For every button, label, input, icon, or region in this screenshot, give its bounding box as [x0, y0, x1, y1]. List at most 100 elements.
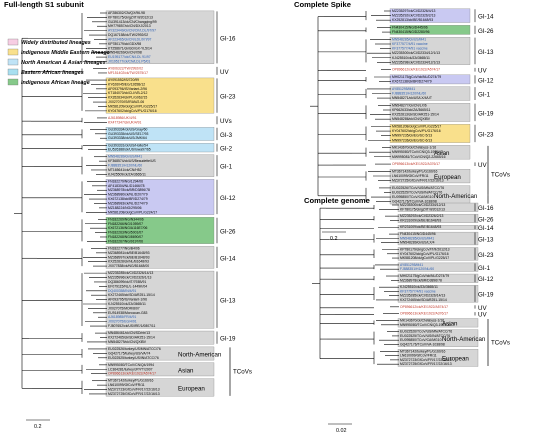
leaf-label: FN182263/NG/5001/07 — [108, 231, 143, 235]
tcov-label-genome: TCoVs — [491, 339, 510, 346]
group-label-genome-5: GI-1 — [478, 265, 491, 272]
leaf-label: MZ372725/GfCoV/FR/17/22/16/13 — [400, 362, 452, 366]
clade-box-genome-1 — [397, 213, 479, 223]
leaf-label: MK581208/ck/gCoV/PL/G225/17 — [400, 256, 449, 260]
clade-box-s1-10 — [105, 270, 215, 329]
leaf-label: MZ235300/ck/CI/D2334/12/13 — [400, 203, 445, 207]
group-label-spike-11: North-American — [434, 193, 478, 200]
leaf-label: KY626045/EG/1265B/12 — [108, 82, 145, 86]
leaf-label: MZ235292/ck/CI/D2326/2/13 — [400, 214, 443, 218]
clade-box-s1-2 — [105, 77, 215, 114]
leaf-label: MH779857/ck/CN/DXJ/2013 — [108, 24, 151, 28]
leaf-label: FN430415/NG/D445/96 — [392, 26, 428, 30]
group-label-genome-1: GI-26 — [478, 216, 494, 223]
leaf-label: EU022526/turkey/US/MN/ATCC/76 — [108, 347, 161, 351]
leaf-label: GU393335/ck/US/SE17/93 — [108, 132, 148, 136]
leaf-label: AY606322/TW/2992/02 — [108, 67, 143, 71]
leaf-label: EF079115/NL/L-1449K/04 — [108, 284, 147, 288]
leaf-label: OP896613/ck/KE/1922/A574/17 — [108, 372, 156, 376]
leaf-label: EU022525/turkey/US/IN/ATCC/76 — [108, 356, 159, 360]
leaf-label: LN610099/GfCoV/FR/11 — [108, 383, 145, 387]
group-label-genome-0: GI-16 — [478, 205, 494, 212]
group-label-s1-3: UVs — [220, 118, 232, 125]
leaf-label: MN548279/ck/CN/QXIBV — [108, 340, 147, 344]
tcov-label-spike: TCoVs — [491, 172, 510, 179]
leaf-label: OP896612/ck/KE/1922/A574/17 — [400, 305, 448, 309]
legend-swatch-2 — [7, 58, 19, 66]
leaf-label: EU022525/TCoV/US/IN/ATCC/76 — [400, 334, 450, 338]
legend-swatch-1 — [7, 48, 19, 56]
leaf-label: KY047602/ck/gCoV/PL/G176/16 — [392, 129, 441, 133]
leaf-label: MT367142/turkey/PL/G160/16 — [392, 169, 438, 173]
leaf-label: KJ425509/ck/ZA/3665/11 — [108, 172, 146, 176]
leaf-label: MN995080/TCoV/CN/Q3-1994/13 — [392, 150, 443, 154]
group-label-s1-14: European — [178, 385, 205, 392]
clade-box-genome-5 — [397, 262, 479, 272]
leaf-label: JX027075/MOR/8/07 — [108, 306, 140, 310]
leaf-label: MN997236/ck/EG/SC-6/13 — [392, 138, 432, 142]
leaf-label: KX272465/ck/SD/AR251-15/14 — [400, 298, 447, 302]
panel-title-genome: Complete genome — [304, 196, 370, 205]
group-label-spike-0: GI-14 — [478, 14, 494, 21]
leaf-label: DQ386099/ck/IT/793B/91 — [108, 280, 146, 284]
group-label-genome-9: UV — [478, 312, 487, 319]
leaf-label: MN548289/ck/US/LX/4 — [400, 241, 435, 245]
leaf-label: FJ807652/ck/US/IRE/1/0807/11 — [108, 324, 156, 328]
clade-box-genome-10 — [397, 318, 479, 328]
legend-label-0: Widely distributed lineages — [21, 40, 91, 46]
leaf-label: MF151402/ck/TW/2575/17 — [108, 71, 148, 75]
clade-box-spike-7 — [389, 124, 471, 143]
leaf-label: FJ888351/H120/NL/60 — [392, 92, 426, 96]
leaf-label: OP896612/ck/KE/1922/A574/17 — [392, 68, 440, 72]
clade-box-spike-4 — [389, 74, 471, 85]
scale-label-s1: 0.2 — [34, 424, 42, 430]
leaf-label: KX672138/ck/BR/D274/79 — [108, 197, 148, 201]
leaf-label: AF223465/ck/CN/LDL/97I/97 — [108, 37, 151, 41]
leaf-label: FN182277/NG/B4/06 — [108, 246, 140, 250]
legend-swatch-3 — [7, 68, 19, 76]
leaf-label: MN548271/ck/US/LX/4/UT — [392, 96, 432, 100]
leaf-label: MZ368981/ck/BE/B1648/93 — [108, 251, 150, 255]
leaf-label: MH021175/gCoV/ck/NL/D274/79 — [400, 274, 449, 278]
leaf-label: LC364281/turkey/JP/YT/2007 — [108, 367, 153, 371]
leaf-label: EU022525/TCoV/US/IN/ATCC/76 — [392, 191, 442, 195]
leaf-label: MZ235285/ck/CI/D2326/14/13 — [108, 271, 153, 275]
leaf-label: GU393331/ck/US/Holte/54 — [108, 143, 148, 147]
leaf-label: MZ235298/ck/CI/D2334/12/1/13 — [392, 60, 440, 64]
leaf-label: LN610099/GfCoV/FR/11 — [392, 174, 429, 178]
leaf-label: KP780179/ck/GDX/98 — [108, 42, 141, 46]
leaf-label: FN182269/NG/N344/06 — [108, 217, 144, 221]
group-label-genome-4: GI-23 — [478, 252, 494, 259]
leaf-label: FJ888351/H120/NL/60 — [108, 164, 142, 168]
leaf-label: MN548269/ck/CN/X98 — [108, 51, 142, 55]
panel-title-s1: Full-length S1 subunit — [4, 0, 84, 9]
leaf-label: KX672136/NG/A116E7/06 — [108, 226, 147, 230]
leaf-label: AY851295/M41 — [392, 87, 415, 91]
leaf-label: EU095850/TCoV/CA/MG10 — [392, 195, 434, 199]
tcov-label-s1: TCoVs — [233, 369, 252, 376]
leaf-label: MK143670/ck/CN/abyss-1/16 — [400, 319, 444, 323]
clade-box-s1-14 — [105, 378, 215, 397]
leaf-label: GU393338/ck/US/JMK/64 — [108, 136, 147, 140]
clade-box-spike-2 — [389, 37, 471, 65]
group-label-s1-8: GI-26 — [220, 228, 236, 235]
leaf-label: EU095850/TCoV/CA/MG10 — [400, 338, 442, 342]
group-label-genome-8: UV — [478, 305, 487, 312]
leaf-label: MZ235292/ck/CI/D2326/2/13 — [392, 14, 435, 18]
group-label-genome-7: GI-19 — [478, 292, 494, 299]
leaf-label: AF093795/IS/Variant-1/96 — [108, 298, 147, 302]
scale-label-spike: 0.2 — [330, 236, 338, 242]
leaf-label: MZ368983/ck/NL/D274/79 — [108, 201, 148, 205]
leaf-label: FN182266/NG/1059/07 — [108, 222, 143, 226]
group-label-spike-3: UV — [478, 68, 487, 75]
clade-box-genome-12 — [397, 349, 479, 367]
leaf-label: KR231009/ck/BE/B1648/93 — [400, 225, 441, 229]
leaf-label: MZ368978/ck/BR/D3896/78 — [400, 278, 442, 282]
clade-box-s1-7 — [105, 179, 215, 215]
leaf-label: MZ368978/ck/BR/D3896/78 — [108, 188, 150, 192]
leaf-label: KT258671/ck/GD/GX-YL5/14 — [108, 46, 152, 50]
leaf-label: MZ372725/GfCoV/FR/17/22/16/13 — [108, 392, 160, 396]
leaf-label: AY323449/ck/CN/CK/LDL/97/97 — [108, 29, 156, 33]
group-label-spike-6: GI-19 — [478, 110, 494, 117]
